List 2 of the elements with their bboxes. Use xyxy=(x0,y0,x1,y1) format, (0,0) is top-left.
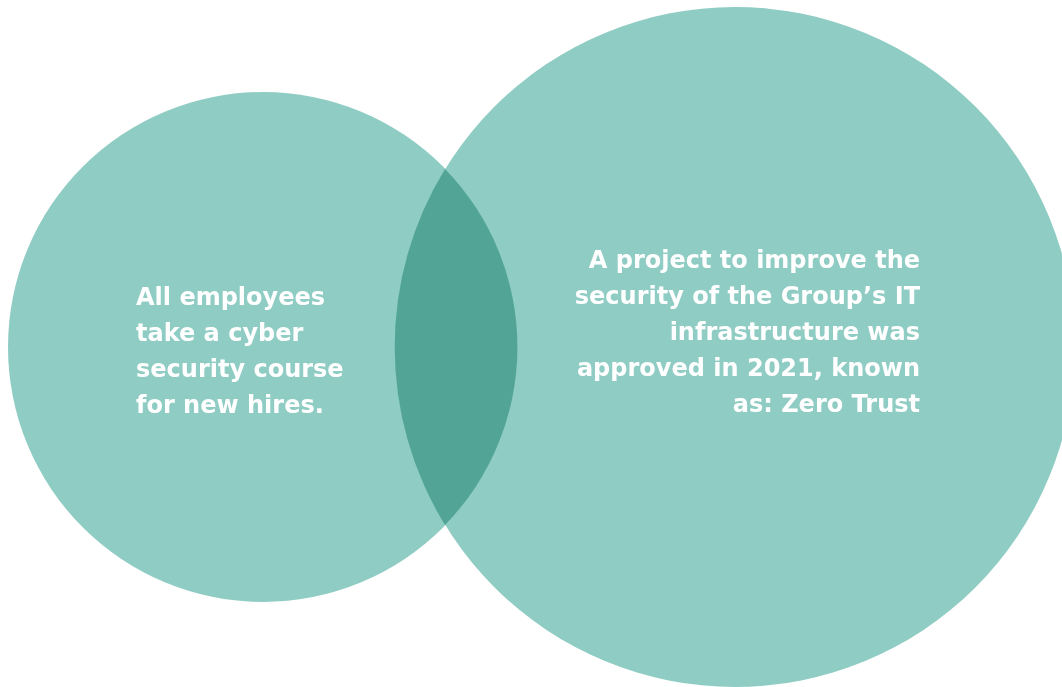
circle-text: All employees take a cyber security course for new hires. xyxy=(136,279,376,423)
circle-text: A project to improve the security of the Group’s IT infrastructure was approved in 2021, known as: Zero Trust xyxy=(546,242,920,422)
